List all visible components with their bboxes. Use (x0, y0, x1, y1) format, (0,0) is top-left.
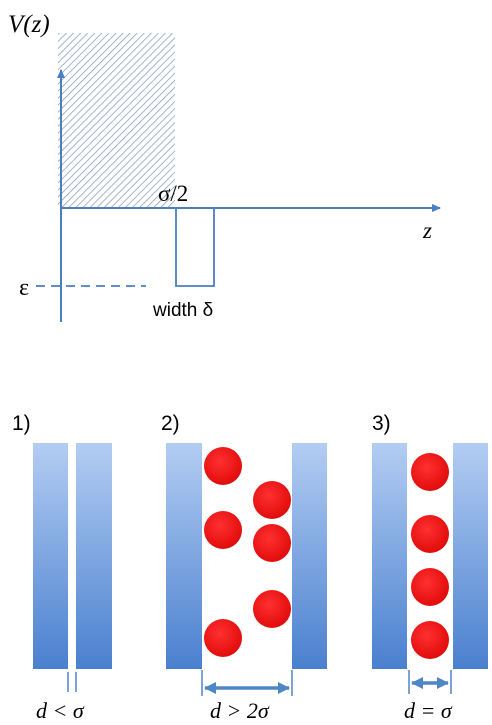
panel-3-right-wall (453, 443, 488, 669)
panel-2-left-wall (166, 443, 202, 669)
panel-3-particle (411, 453, 449, 491)
panel-2-particle (253, 481, 291, 519)
panel-1-condition: d < σ (36, 698, 85, 723)
panel-3-left-wall (372, 443, 407, 669)
square-well (175, 208, 215, 287)
panel-3: 3) d = σ (372, 412, 488, 723)
width-label: width δ (152, 300, 213, 321)
panel-2-particle (253, 590, 291, 628)
panel-3-number: 3) (372, 412, 391, 435)
panel-1-left-wall (33, 443, 68, 669)
potential-plot: V(z) z σ/2 ε width δ (8, 11, 441, 322)
hard-core-region (58, 33, 175, 208)
panel-2-particle (204, 511, 242, 549)
half-sigma-label: σ/2 (158, 181, 188, 206)
x-axis-label: z (422, 218, 432, 243)
y-axis-label: V(z) (8, 11, 50, 38)
panel-1: 1) d < σ (12, 412, 112, 723)
panel-1-right-wall (76, 443, 112, 669)
panel-3-particle (411, 621, 449, 659)
panel-2-particle (253, 524, 291, 562)
panel-2-particle (204, 619, 242, 657)
epsilon-label: ε (19, 275, 29, 301)
panel-2-condition: d > 2σ (210, 698, 270, 723)
panel-2-particle (204, 447, 242, 485)
panel-3-particle (411, 515, 449, 553)
panel-1-number: 1) (12, 412, 31, 435)
panel-3-condition: d = σ (404, 698, 453, 723)
panel-2-number: 2) (161, 412, 180, 435)
panel-2-right-wall (292, 443, 327, 669)
panel-3-particle (411, 568, 449, 606)
panel-2: 2) d > 2σ (161, 412, 327, 723)
